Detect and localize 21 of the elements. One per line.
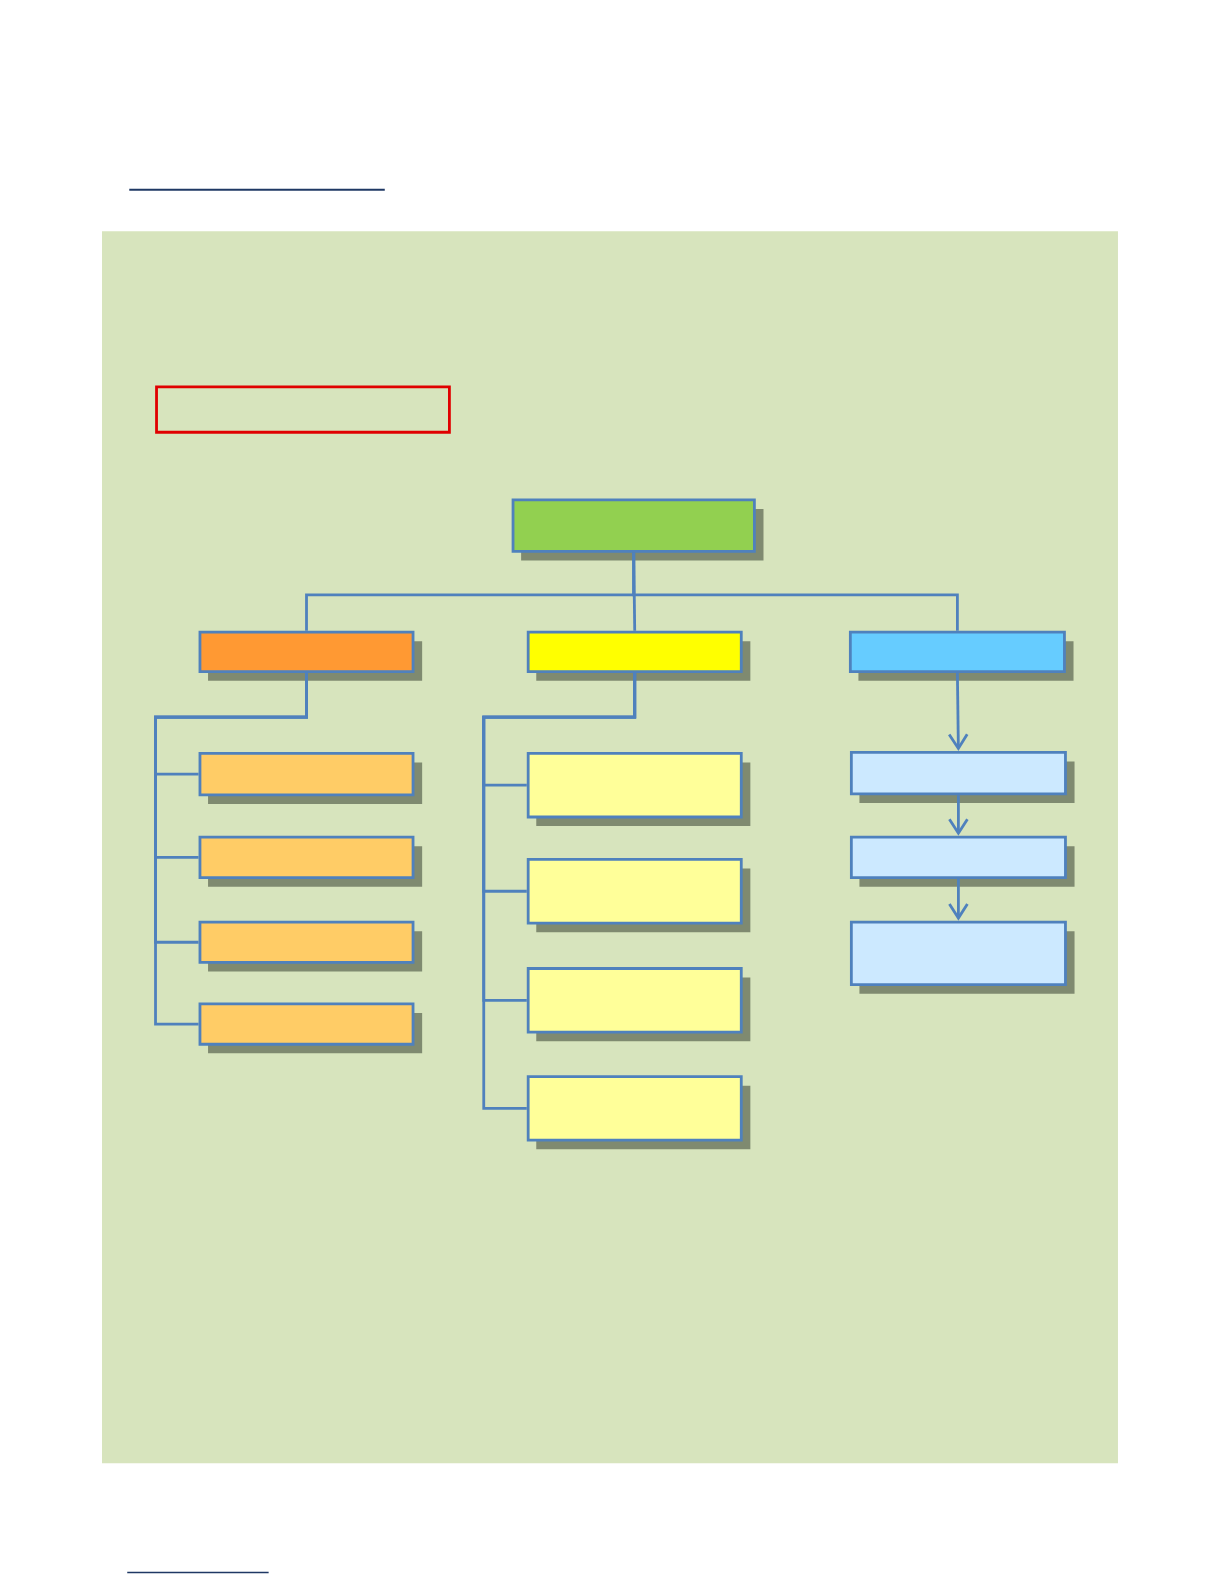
connector [482,673,637,1110]
org-chart-box [848,630,1074,681]
org-chart-box [198,630,423,681]
connector [948,795,969,836]
org-chart-box [198,835,423,887]
org-chart-box [849,751,1075,803]
connector [632,552,959,631]
org-chart-box [526,858,751,933]
org-chart-box [526,1075,751,1150]
org-chart-box [849,920,1075,994]
connector [948,879,969,921]
org-chart-box [849,835,1075,887]
org-chart-box [511,498,764,561]
org-chart-box [526,630,751,681]
org-chart-box [198,1002,423,1054]
outline-box [155,385,451,434]
connector [948,672,969,751]
org-chart-box [198,752,423,804]
org-chart-box [526,752,751,827]
org-chart-box [526,967,751,1042]
org-chart-box [198,920,423,972]
